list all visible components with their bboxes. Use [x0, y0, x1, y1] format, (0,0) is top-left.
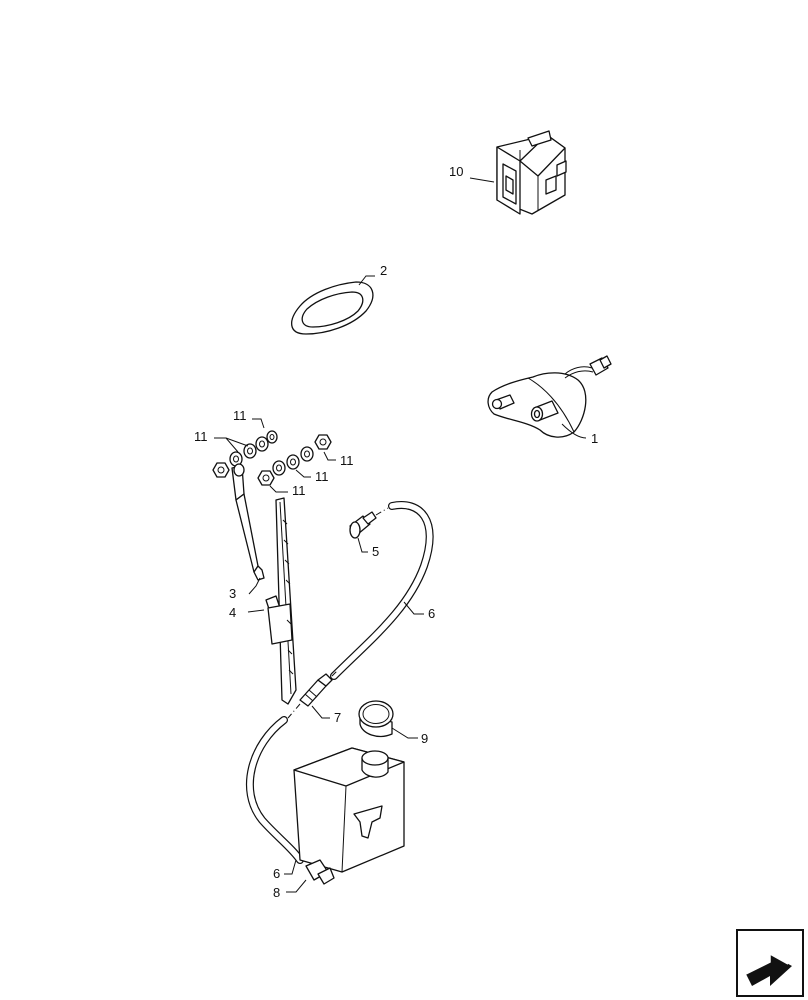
callout-7: 7 — [334, 710, 341, 725]
next-page-arrow-icon[interactable] — [736, 929, 804, 997]
callout-11-b: 11 — [194, 429, 208, 444]
washer-nozzle-part — [349, 511, 377, 539]
upper-washer-hose-part — [330, 501, 434, 680]
nuts-and-washers-part — [212, 430, 332, 486]
callout-3: 3 — [229, 586, 236, 601]
callout-6-lower: 6 — [273, 866, 280, 881]
callout-9: 9 — [421, 731, 428, 746]
callout-11-a: 11 — [233, 408, 247, 423]
callout-2: 2 — [380, 263, 387, 278]
callout-11-c: 11 — [340, 453, 354, 468]
rocker-switch-part — [496, 130, 567, 215]
reservoir-cap-part — [358, 700, 394, 738]
callout-8: 8 — [273, 885, 280, 900]
callout-5: 5 — [372, 544, 379, 559]
wiper-motor-part — [487, 355, 612, 438]
callout-6-upper: 6 — [428, 606, 435, 621]
wiper-arm-part — [231, 463, 265, 581]
callout-10: 10 — [449, 164, 463, 179]
lower-washer-hose-part — [245, 716, 304, 864]
wiper-blade-part — [265, 497, 297, 705]
grommet-part — [291, 281, 374, 335]
hose-connector-part — [299, 673, 333, 707]
callout-11-d: 11 — [315, 469, 329, 484]
callout-4: 4 — [229, 605, 236, 620]
washer-pump-part — [305, 859, 335, 885]
callout-11-e: 11 — [292, 483, 306, 498]
washer-reservoir-part — [293, 747, 405, 873]
callout-1: 1 — [591, 431, 598, 446]
